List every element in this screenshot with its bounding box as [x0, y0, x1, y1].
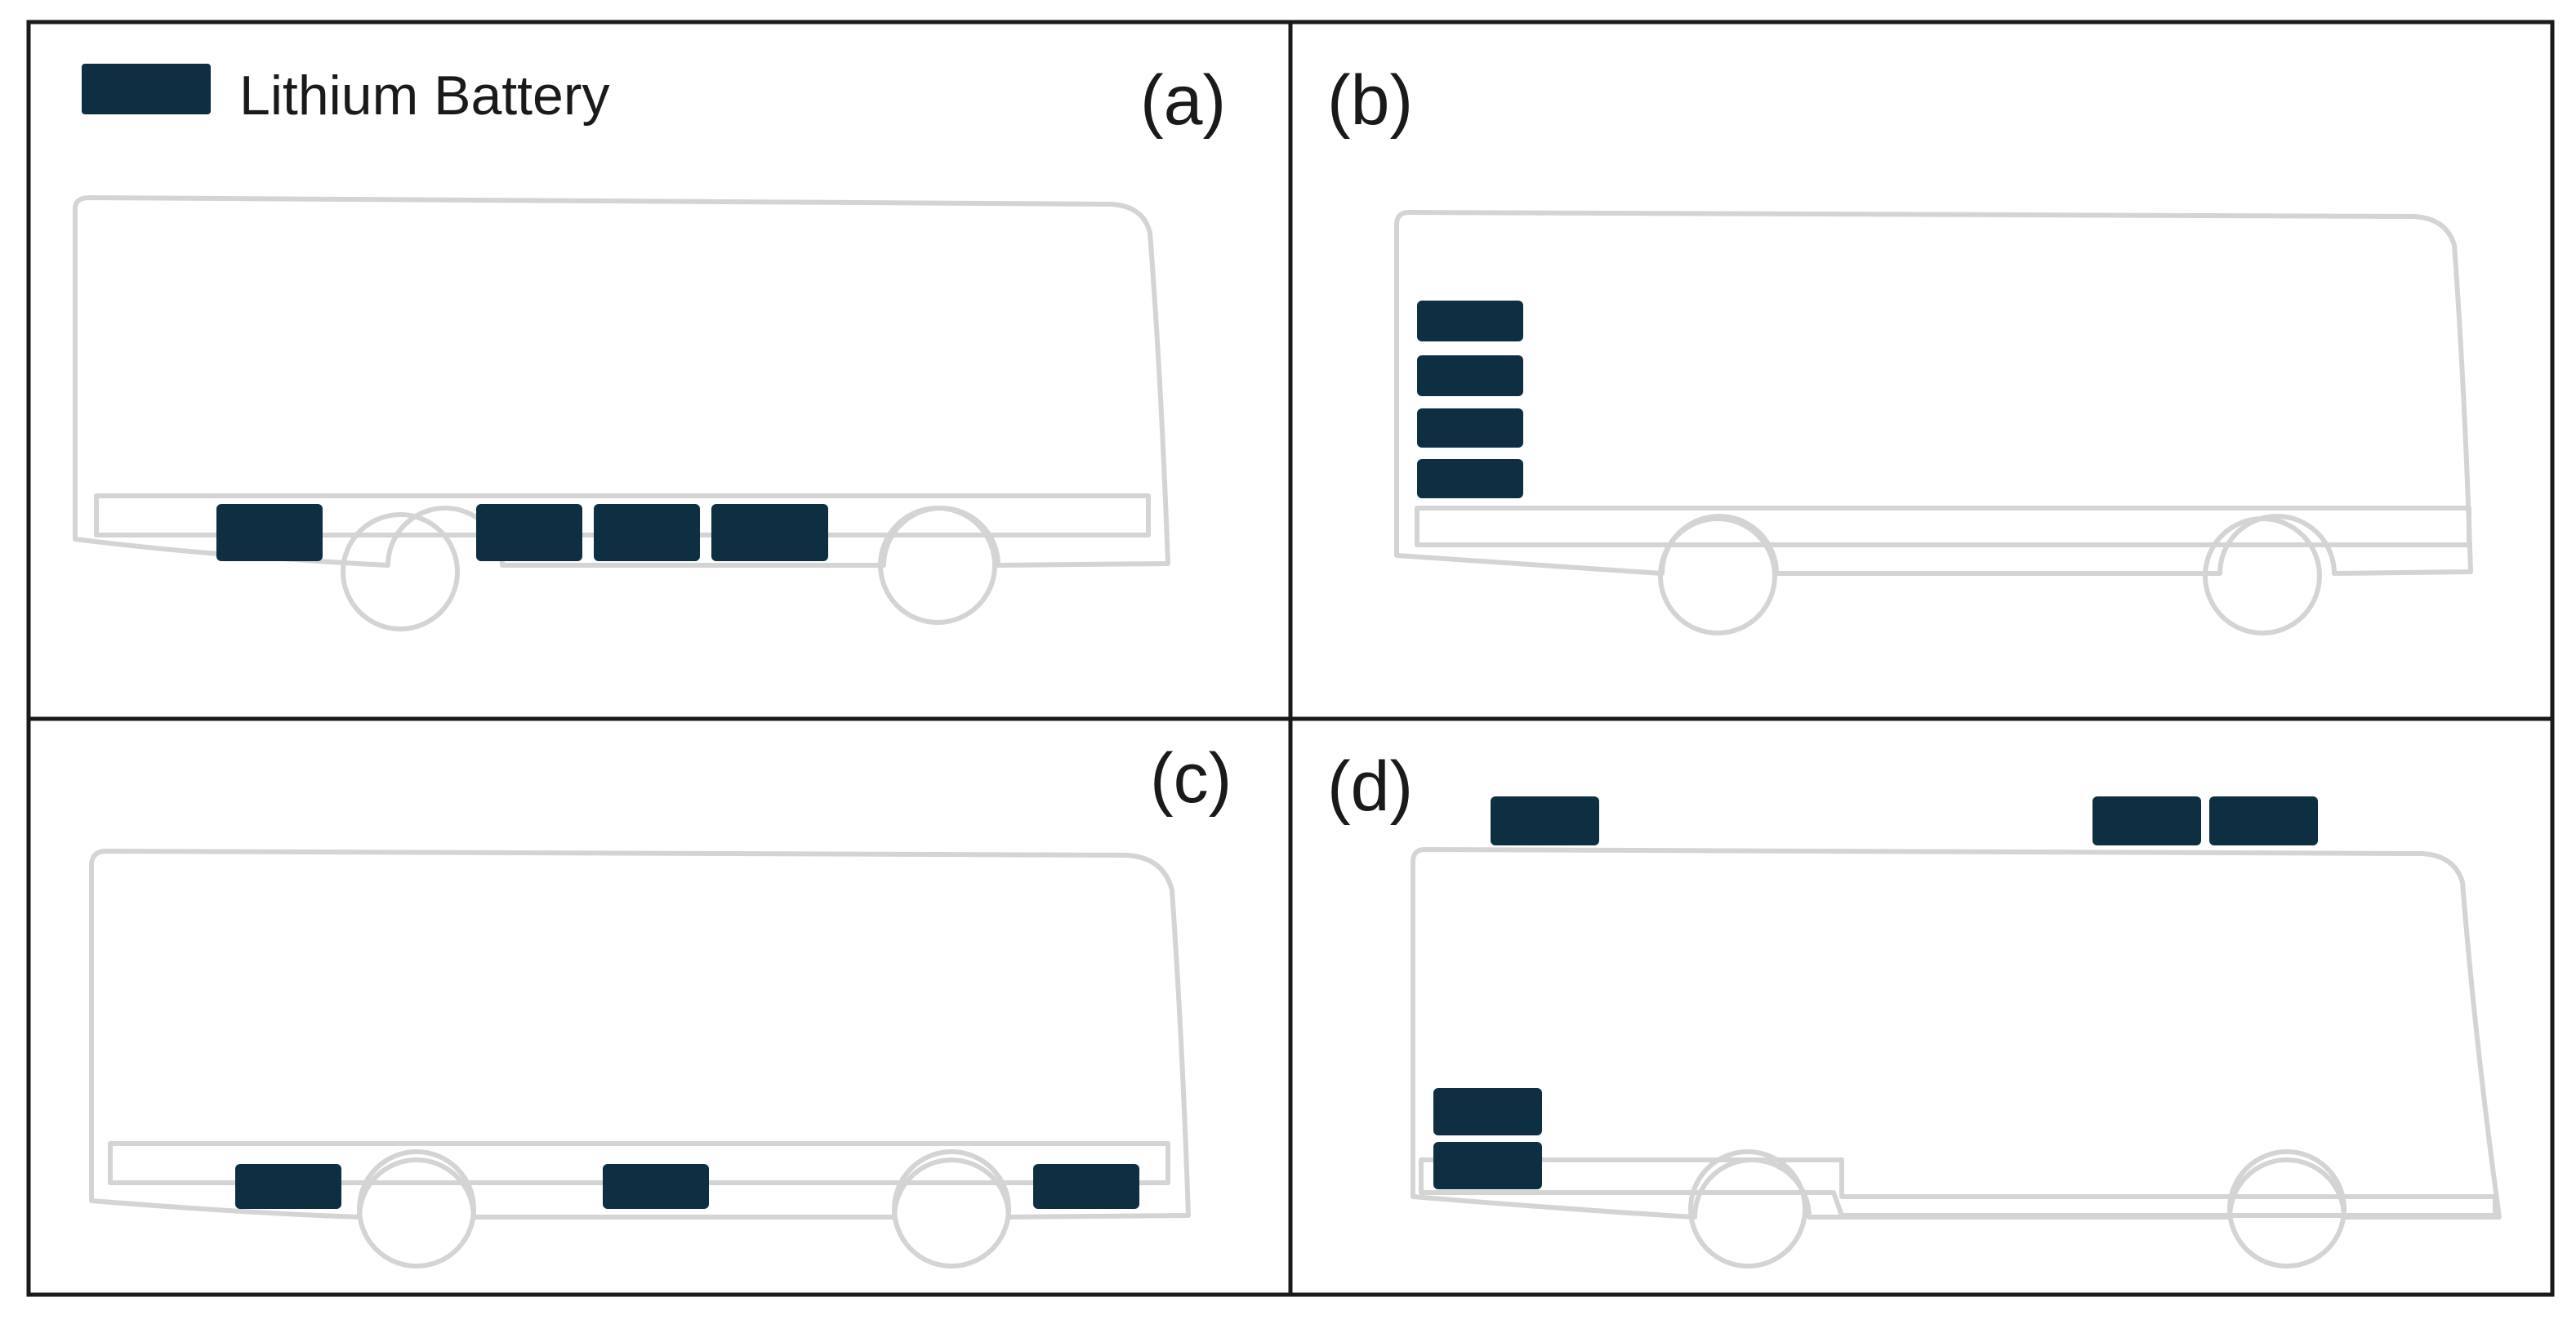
legend: Lithium Battery — [82, 64, 610, 127]
panel-d-rear-wheel — [2227, 1149, 2346, 1269]
panel-a-front-wheel — [878, 506, 997, 625]
panel-b-bus-body — [1394, 210, 2473, 576]
panel-d-battery — [1433, 1142, 1542, 1189]
panel-b-chassis — [1415, 506, 2471, 547]
panel-c-battery — [235, 1164, 341, 1209]
panel-d-label: (d) — [1327, 747, 1413, 826]
panel-b-front-wheel — [1658, 516, 1777, 635]
panel-d-battery — [2092, 796, 2201, 845]
panel-d-battery — [1491, 796, 1599, 845]
legend-swatch — [82, 64, 211, 114]
panel-b-label: (b) — [1327, 61, 1413, 140]
panel-d-bus — [1411, 796, 2502, 1269]
panel-a-battery — [476, 504, 582, 561]
panel-d-battery — [1433, 1088, 1542, 1135]
panel-c-bus-body — [89, 849, 1191, 1220]
panel-a-label: (a) — [1140, 61, 1226, 140]
panel-a-battery — [216, 504, 323, 561]
panel-b-battery — [1417, 408, 1523, 448]
panel-c-battery — [1033, 1164, 1139, 1209]
panel-d-chassis — [1419, 1157, 2498, 1218]
panel-b-battery — [1417, 355, 1523, 396]
panel-d-battery — [2209, 796, 2318, 845]
legend-label: Lithium Battery — [239, 65, 610, 127]
panel-d-border — [1288, 716, 2555, 1297]
panel-c-battery — [603, 1164, 709, 1209]
panel-a-border — [26, 20, 1293, 721]
panel-c-rear-wheel — [892, 1149, 1011, 1269]
panel-c-bus — [89, 849, 1191, 1269]
panel-b-bus — [1394, 210, 2473, 635]
panel-b-battery — [1417, 459, 1523, 498]
panel-c-label: (c) — [1150, 739, 1232, 818]
panel-a-rear-wheel — [341, 512, 460, 631]
panel-b-rear-wheel — [2203, 516, 2322, 635]
panel-a-bus — [73, 195, 1170, 631]
panel-a-battery — [711, 504, 828, 561]
panel-a-battery — [594, 504, 700, 561]
panel-b-battery — [1417, 301, 1523, 341]
panel-d-front-wheel — [1688, 1149, 1807, 1269]
panel-c-front-wheel — [357, 1149, 476, 1269]
